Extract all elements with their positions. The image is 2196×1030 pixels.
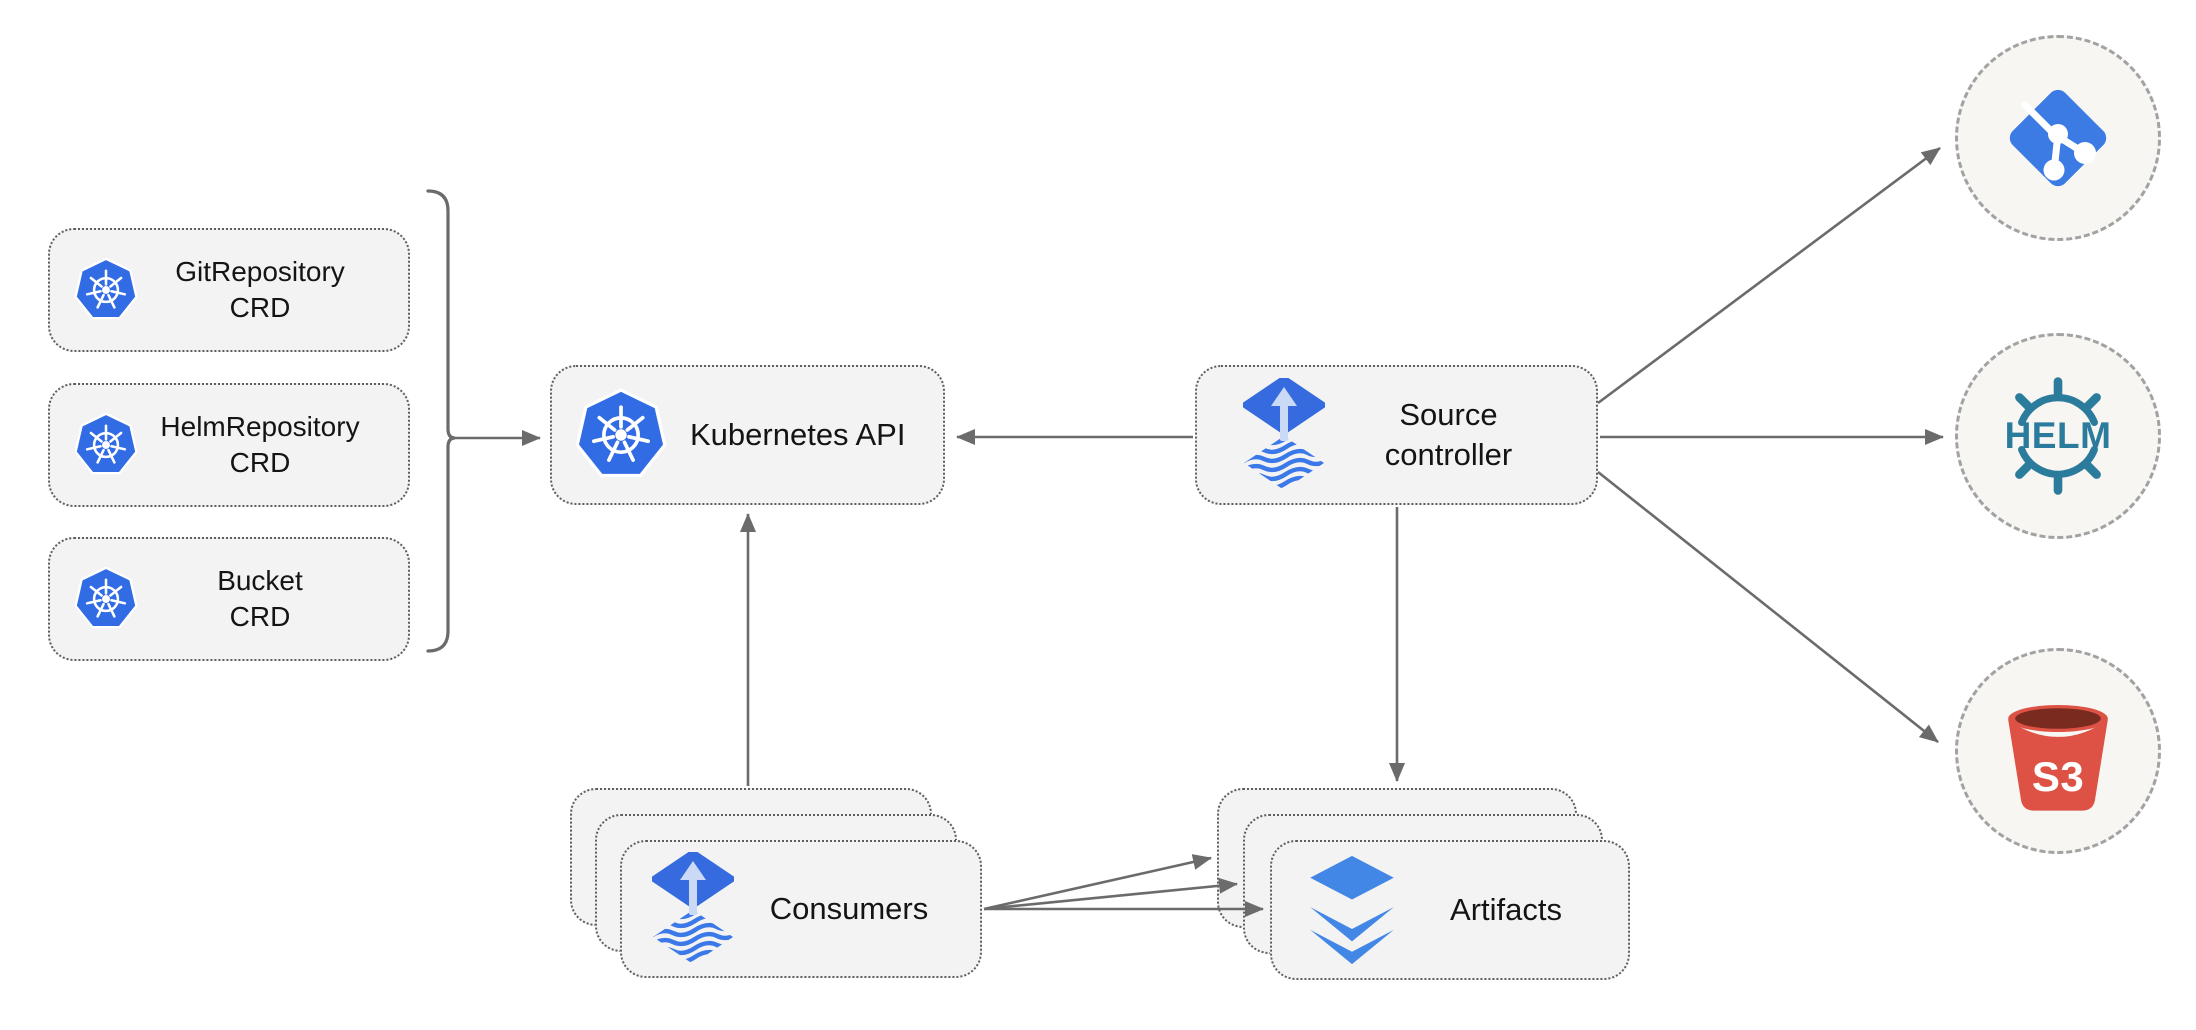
node-bucket-crd: Bucket CRD [48, 537, 410, 661]
node-label: Source controller [1384, 396, 1513, 472]
node-artifacts: Artifacts [1270, 840, 1630, 980]
node-consumers: Consumers [620, 840, 982, 978]
node-label: GitRepository CRD [175, 255, 345, 323]
s3-label: S3 [2031, 753, 2085, 800]
external-helm-repository: HELM [1955, 333, 2161, 539]
kubernetes-icon [72, 256, 140, 324]
layers-icon [1304, 854, 1400, 966]
node-label: Kubernetes API [690, 416, 906, 452]
edge-consumers-to-artifacts-2 [983, 877, 1238, 911]
node-kubernetes-api: Kubernetes API [550, 365, 945, 505]
kubernetes-icon [72, 411, 140, 479]
edge-source-controller-to-s3 [1597, 470, 1939, 744]
node-source-controller: Source controller [1195, 365, 1598, 505]
external-s3-bucket: S3 [1955, 648, 2161, 854]
kubernetes-icon [572, 386, 670, 484]
external-git-repository [1955, 35, 2161, 241]
flux-icon [652, 852, 734, 966]
git-icon [1998, 78, 2118, 198]
node-gitrepository-crd: GitRepository CRD [48, 228, 410, 352]
crd-group-bracket [426, 189, 456, 653]
helm-label: HELM [2004, 415, 2112, 456]
node-label: Bucket CRD [217, 564, 303, 632]
edge-consumers-to-artifacts-1 [983, 854, 1212, 911]
node-helmrepository-crd: HelmRepository CRD [48, 383, 410, 507]
kubernetes-icon [72, 565, 140, 633]
node-label: Artifacts [1450, 891, 1562, 927]
flux-icon [1243, 378, 1325, 492]
node-label: HelmRepository CRD [160, 410, 360, 478]
node-label: Consumers [769, 890, 929, 926]
edge-source-controller-to-git [1597, 146, 1941, 405]
